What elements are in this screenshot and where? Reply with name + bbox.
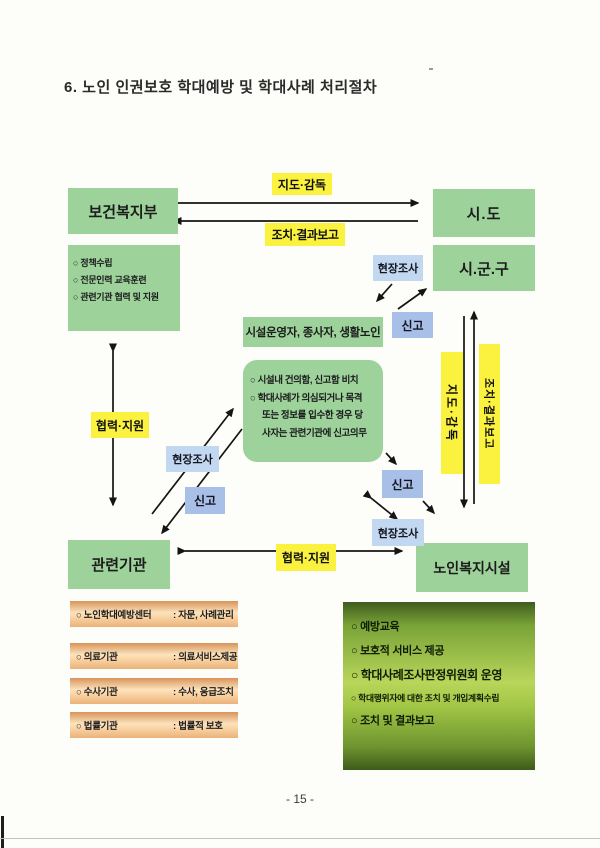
label-field-survey-left: 현장조사 — [166, 446, 219, 472]
page-number: - 15 - — [285, 792, 314, 806]
arrow-report-to-sigungu — [397, 288, 428, 310]
label-guide-supervise-vertical: 지도·감독 — [441, 352, 463, 474]
label-action-report-vertical: 조치·결과보고 — [479, 344, 500, 484]
arrow-report-to-related — [161, 428, 243, 535]
node-ministry-health-welfare: 보건복지부 — [68, 188, 178, 234]
arrow-report-fieldsurvey-both — [362, 490, 399, 520]
list-item: ○ 예방교육 — [351, 621, 400, 633]
list-item: ○ 보호적 서비스 제공 — [351, 645, 445, 657]
org-name: ○ 노인학대예방센터 — [76, 610, 152, 621]
node-sido: 시.도 — [433, 189, 535, 237]
org-role: : 자문, 사례관리 — [173, 610, 234, 621]
list-item: ○ 학대사례조사판정위원회 운영 — [351, 668, 503, 682]
node-label: 노인복지시설 — [433, 559, 511, 576]
node-label: 보건복지부 — [88, 203, 158, 221]
org-name: ○ 법률기관 — [76, 721, 118, 732]
related-org-row: ○ 의료기관 : 의료서비스제공 — [70, 643, 238, 669]
list-item: ○ 정책수립 — [73, 258, 113, 268]
label-coop-support-left: 협력·지원 — [91, 412, 149, 438]
list-item: ○ 전문인력 교육훈련 — [73, 275, 147, 286]
list-item: ○ 시설내 건의함, 신고함 비치 — [250, 375, 359, 386]
node-facility-operators: 시설운영자, 종사자, 생활노인 — [243, 317, 383, 347]
org-role: : 의료서비스제공 — [173, 652, 238, 663]
label-field-survey-bottom: 현장조사 — [372, 519, 424, 546]
label-report-top: 신고 — [392, 312, 433, 338]
related-org-row: ○ 법률기관 : 법률적 보호 — [70, 712, 238, 738]
node-label: 관련기관 — [91, 557, 147, 574]
node-related-organizations: 관련기관 — [68, 540, 170, 589]
scan-artifact-left-edge — [1, 816, 4, 848]
label-action-report-top: 조치·결과보고 — [265, 223, 345, 246]
list-item: ○ 학대행위자에 대한 조치 및 개입계획수립 — [351, 693, 500, 703]
node-elderly-welfare-facility: 노인복지시설 — [416, 543, 528, 592]
label-guide-supervise-top: 지도·감독 — [272, 173, 332, 195]
node-label: 시.도 — [466, 205, 502, 223]
node-label: 시설운영자, 종사자, 생활노인 — [245, 327, 381, 339]
node-sigungu: 시.군.구 — [433, 245, 535, 291]
org-role: : 수사, 응급조치 — [173, 687, 234, 698]
page-title: 6. 노인 인권보호 학대예방 및 학대사례 처리절차 — [64, 79, 378, 96]
label-coop-support-bottom: 협력·지원 — [276, 544, 336, 571]
arrow-center-to-report-mid — [385, 452, 398, 466]
list-item-continued: 또는 정보를 입수한 경우 당 — [262, 410, 363, 422]
related-org-row: ○ 노인학대예방센터 : 자문, 사례관리 — [70, 601, 238, 627]
label-report-right: 신고 — [382, 470, 423, 498]
list-item: ○ 조치 및 결과보고 — [351, 715, 435, 727]
scan-artifact-bottom-line — [0, 838, 600, 839]
list-item-continued: 사자는 관련기관에 신고의무 — [262, 427, 367, 439]
related-org-row: ○ 수사기관 : 수사, 응급조치 — [70, 678, 238, 704]
org-name: ○ 수사기관 — [76, 687, 118, 698]
org-name: ○ 의료기관 — [76, 652, 118, 663]
label-field-survey-top: 현장조사 — [373, 255, 423, 281]
arrow-field-survey-topright — [376, 283, 393, 303]
scan-artifact-dot — [429, 68, 433, 70]
operator-duty-list: ○ 시설내 건의함, 신고함 비치 ○ 학대사례가 의심되거나 목격 또는 정보… — [243, 360, 383, 462]
list-item: ○ 관련기관 협력 및 지원 — [73, 292, 159, 303]
org-role: : 법률적 보호 — [173, 721, 223, 732]
label-report-left: 신고 — [185, 487, 225, 514]
arrow-report-to-facility — [422, 500, 436, 515]
facility-task-panel: ○ 예방교육 ○ 보호적 서비스 제공 ○ 학대사례조사판정위원회 운영 ○ 학… — [343, 602, 535, 770]
ministry-task-list: ○ 정책수립 ○ 전문인력 교육훈련 ○ 관련기관 협력 및 지원 — [68, 245, 180, 331]
list-item: ○ 학대사례가 의심되거나 목격 — [250, 392, 363, 404]
node-label: 시.군.구 — [459, 260, 509, 278]
